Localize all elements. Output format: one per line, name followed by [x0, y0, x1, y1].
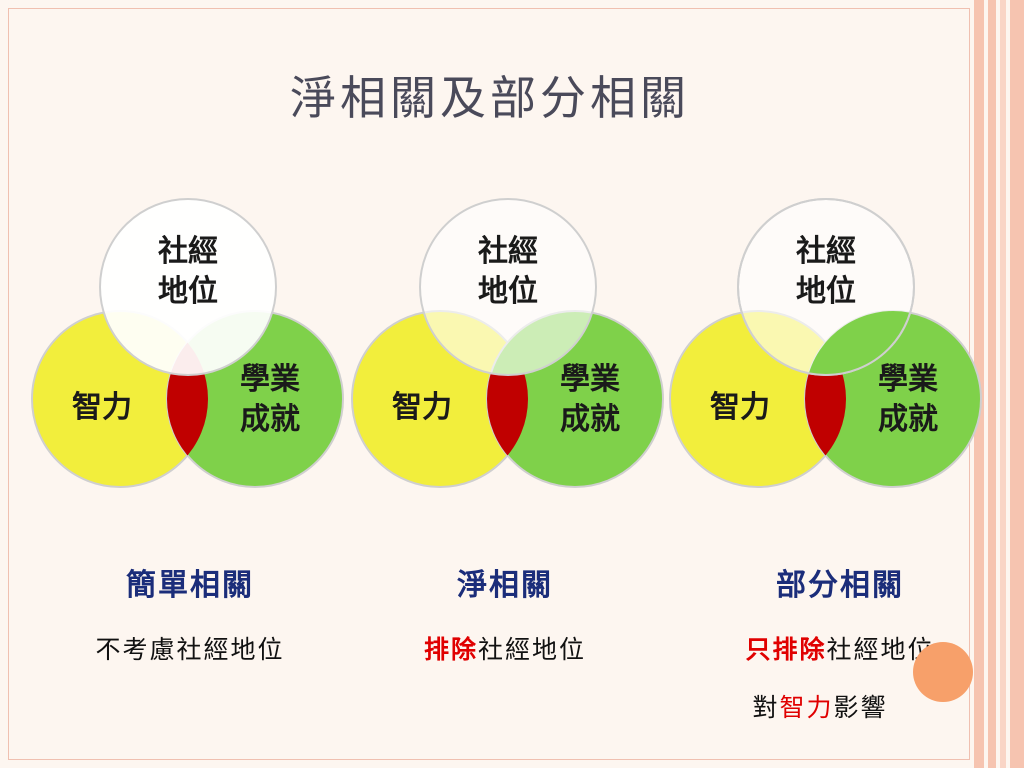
ses-label-line2: 地位	[478, 274, 538, 309]
caption-part: 部分相關 只排除社經地位 對智力影響	[690, 560, 990, 724]
intelligence-label: 智力	[392, 390, 452, 425]
caption-net-title: 淨相關	[457, 568, 553, 603]
ses-label-line1: 社經	[158, 234, 218, 269]
achievement-label-line1: 學業	[560, 362, 620, 397]
caption-part-emphasis: 只排除	[745, 635, 827, 664]
ses-label-line2: 地位	[796, 274, 856, 309]
ses-label-line1: 社經	[796, 234, 856, 269]
achievement-label-line1: 學業	[240, 362, 300, 397]
achievement-label-line2: 成就	[878, 402, 938, 437]
caption-simple-line1: 不考慮社經地位	[95, 635, 285, 664]
intelligence-label: 智力	[710, 390, 770, 425]
caption-part-title: 部分相關	[776, 568, 904, 603]
venn-diagram-part: 社經 地位 智力 學業 成就	[669, 198, 982, 488]
ses-circle	[99, 198, 277, 376]
caption-part-line2-emphasis: 智力	[779, 693, 834, 722]
caption-net: 淨相關 排除社經地位	[355, 560, 655, 666]
decorative-orange-circle	[913, 642, 973, 702]
caption-part-line2-a: 對	[752, 693, 780, 722]
caption-net-line1: 排除社經地位	[355, 630, 655, 666]
achievement-label-line2: 成就	[240, 402, 300, 437]
caption-net-emphasis: 排除	[423, 635, 478, 664]
achievement-label-line1: 學業	[878, 362, 938, 397]
caption-part-line2-b: 影響	[833, 693, 888, 722]
ses-label-line2: 地位	[158, 274, 218, 309]
ses-circle	[419, 198, 597, 376]
ses-achievement-overlap	[805, 311, 914, 375]
caption-simple-title: 簡單相關	[126, 568, 254, 603]
intelligence-label: 智力	[72, 390, 132, 425]
achievement-label-line2: 成就	[560, 402, 620, 437]
ses-label-line1: 社經	[478, 234, 538, 269]
caption-part-line2: 對智力影響	[650, 688, 990, 724]
slide-title: 淨相關及部分相關	[290, 71, 690, 125]
caption-part-line1: 只排除社經地位	[690, 630, 990, 666]
caption-net-rest: 社經地位	[478, 635, 587, 664]
venn-diagram-net: 社經 地位 智力 學業 成就	[351, 198, 664, 488]
ses-circle-outline	[737, 198, 915, 376]
caption-simple: 簡單相關 不考慮社經地位	[40, 560, 340, 666]
venn-diagram-simple: 社經 地位 智力 學業 成就	[31, 198, 344, 488]
